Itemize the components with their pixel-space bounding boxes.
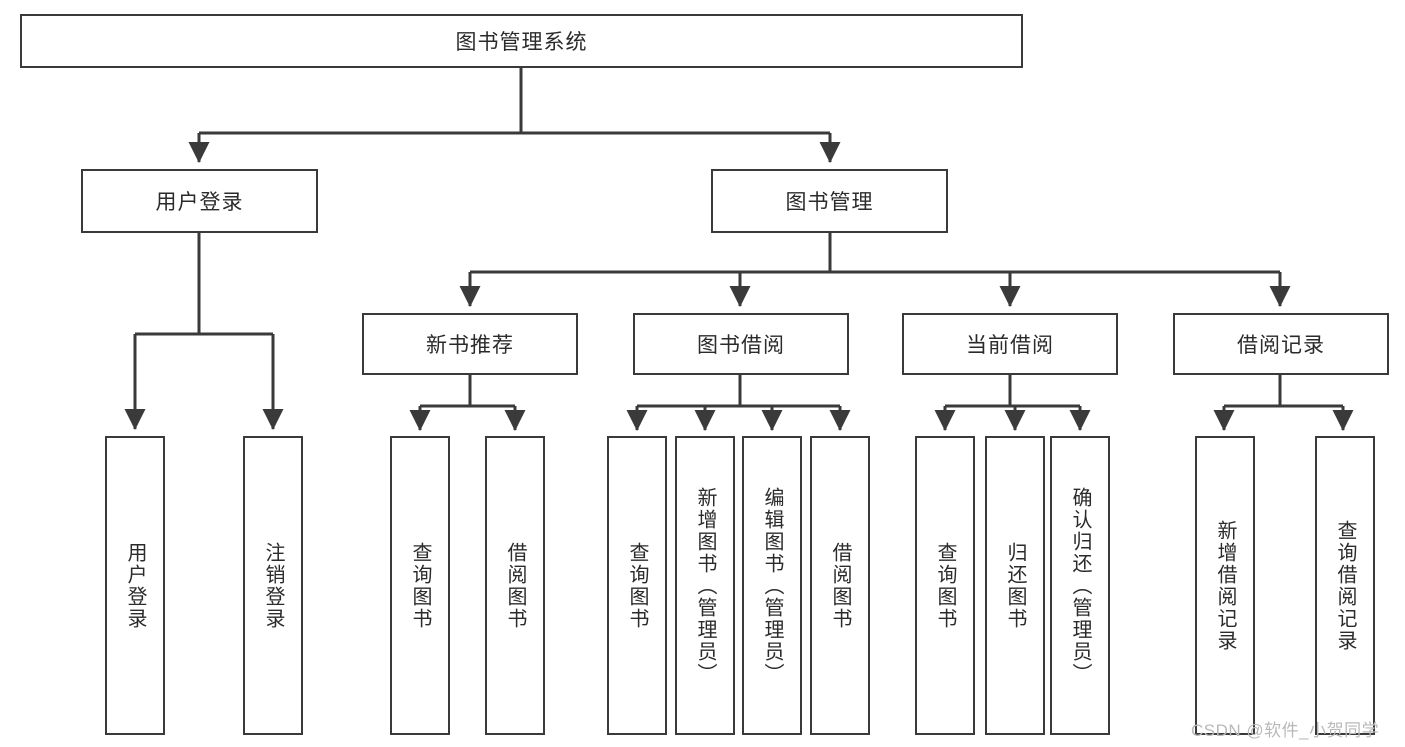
node-leaf-return-book[interactable]: 归还图书 <box>985 436 1045 735</box>
node-label: 注销登录 <box>262 541 284 630</box>
node-label: 借阅图书 <box>504 541 526 630</box>
csdn-watermark: CSDN @软件_小贺同学 <box>1191 721 1380 740</box>
node-label: 图书借阅 <box>697 334 785 357</box>
node-label: 确认归还（管理员） <box>1069 486 1091 685</box>
node-label: 编辑图书（管理员） <box>761 486 783 685</box>
node-leaf-borrow-book-1[interactable]: 借阅图书 <box>485 436 545 735</box>
node-leaf-confirm-return-admin[interactable]: 确认归还（管理员） <box>1050 436 1110 735</box>
edge-root-to-level2 <box>188 68 841 164</box>
node-leaf-add-borrow-record[interactable]: 新增借阅记录 <box>1195 436 1255 735</box>
node-new-book-recommend[interactable]: 新书推荐 <box>362 313 578 375</box>
node-leaf-edit-book-admin[interactable]: 编辑图书（管理员） <box>742 436 802 735</box>
node-label: 查询图书 <box>626 541 648 630</box>
node-label: 新增借阅记录 <box>1214 519 1236 652</box>
node-label: 归还图书 <box>1004 541 1026 630</box>
node-label: 查询借阅记录 <box>1334 519 1356 652</box>
node-label: 新增图书（管理员） <box>694 486 716 685</box>
node-label: 图书管理 <box>785 191 874 214</box>
node-leaf-logout[interactable]: 注销登录 <box>243 436 303 735</box>
node-label: 用户登录 <box>124 541 146 630</box>
node-leaf-query-book-3[interactable]: 查询图书 <box>915 436 975 735</box>
node-label: 借阅记录 <box>1237 334 1325 357</box>
node-leaf-borrow-book-2[interactable]: 借阅图书 <box>810 436 870 735</box>
edge-current-borrow-to-leaves <box>934 375 1091 432</box>
node-leaf-query-book-1[interactable]: 查询图书 <box>390 436 450 735</box>
node-book-borrow[interactable]: 图书借阅 <box>633 313 849 375</box>
edge-new-book-to-leaves <box>409 375 526 432</box>
node-book-management[interactable]: 图书管理 <box>711 169 948 233</box>
node-label: 用户登录 <box>155 191 244 214</box>
node-root-system[interactable]: 图书管理系统 <box>20 14 1023 68</box>
node-user-login[interactable]: 用户登录 <box>81 169 318 233</box>
node-current-borrow[interactable]: 当前借阅 <box>902 313 1118 375</box>
node-borrow-record[interactable]: 借阅记录 <box>1173 313 1389 375</box>
node-label: 查询图书 <box>934 541 956 630</box>
node-label: 查询图书 <box>409 541 431 630</box>
node-label: 新书推荐 <box>426 334 514 357</box>
node-label: 当前借阅 <box>966 334 1054 357</box>
node-leaf-query-borrow-record[interactable]: 查询借阅记录 <box>1315 436 1375 735</box>
edge-book-mgmt-to-level3 <box>459 233 1291 308</box>
edge-user-login-to-leaves <box>124 233 284 431</box>
node-leaf-user-login[interactable]: 用户登录 <box>105 436 165 735</box>
node-leaf-query-book-2[interactable]: 查询图书 <box>607 436 667 735</box>
node-leaf-add-book-admin[interactable]: 新增图书（管理员） <box>675 436 735 735</box>
edge-borrow-to-leaves <box>626 375 851 432</box>
node-label: 借阅图书 <box>829 541 851 630</box>
node-label: 图书管理系统 <box>455 31 588 54</box>
edge-borrow-record-to-leaves <box>1213 375 1354 432</box>
